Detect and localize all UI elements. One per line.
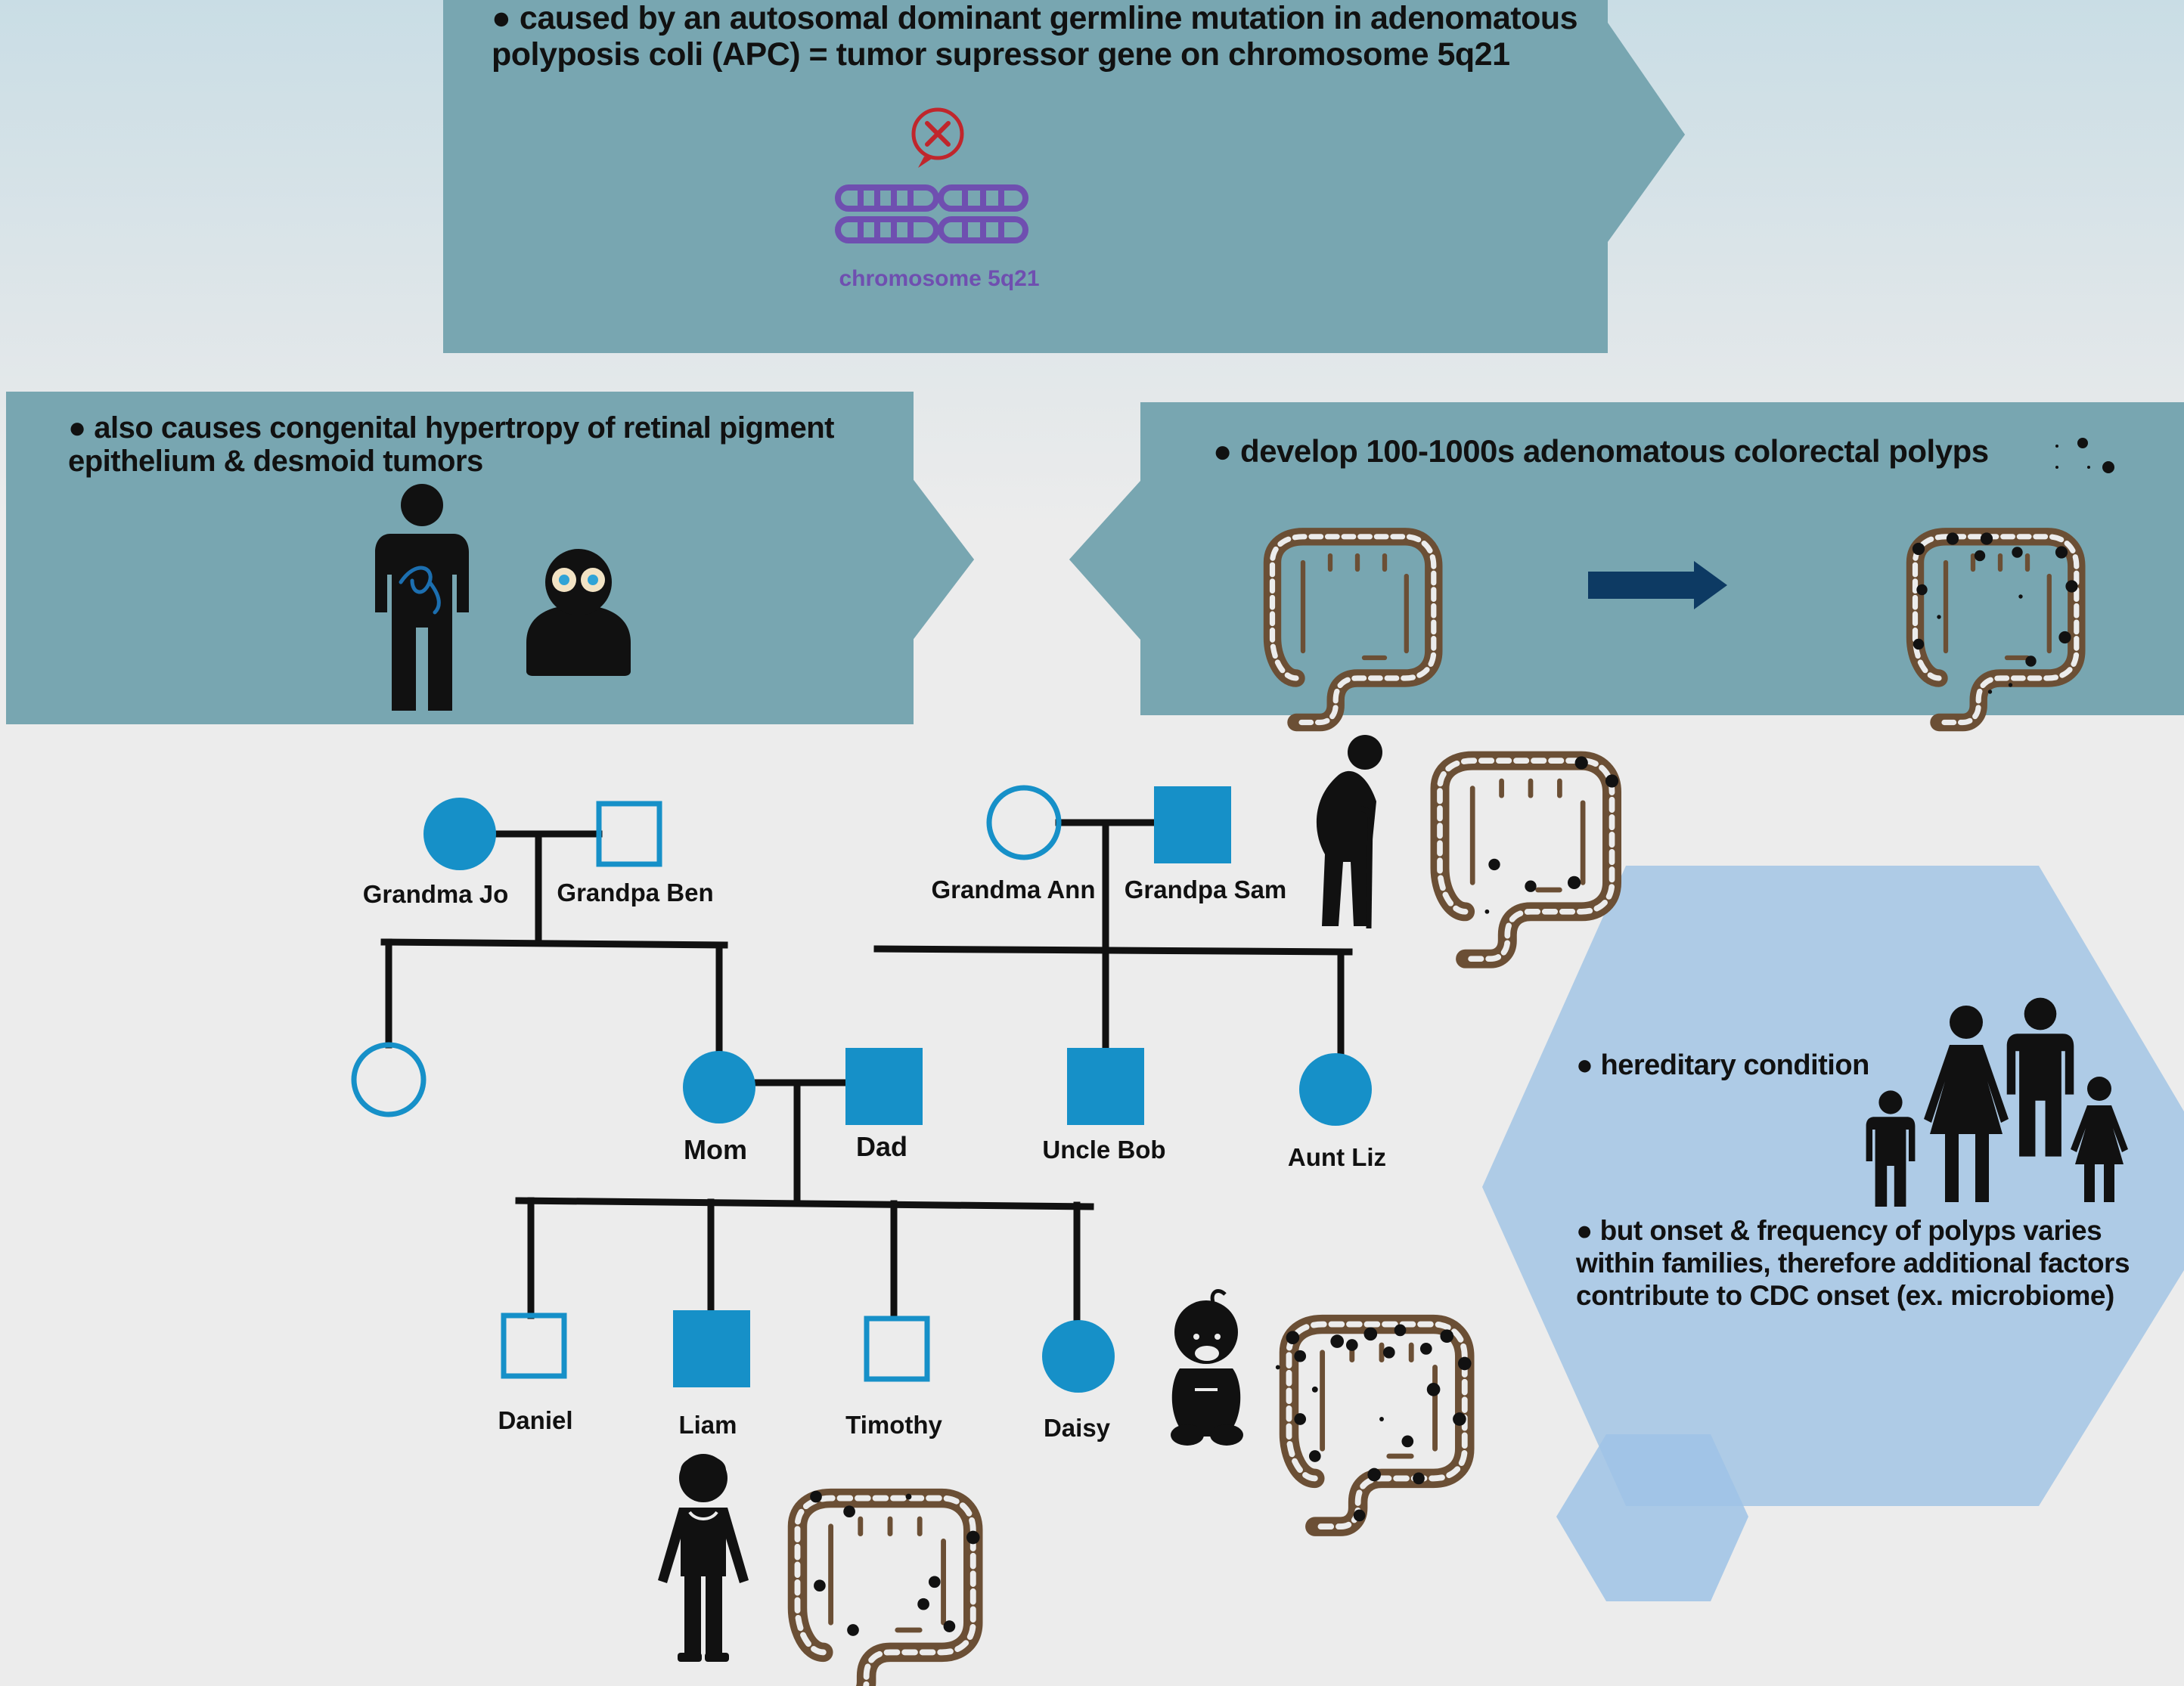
aunt-unaffected-symbol — [351, 1042, 427, 1117]
hexagon-text-2-line-1: ● but onset & frequency of polyps varies — [1576, 1215, 2102, 1246]
mom-label: Mom — [684, 1134, 747, 1165]
no-mutation-icon — [911, 107, 964, 168]
chromosome-icon — [835, 184, 1028, 243]
left-panel-text: ● also causes congenital hypertropy of r… — [68, 411, 834, 478]
right-arrow-icon — [1588, 561, 1727, 609]
ann-sam-sibship-line — [873, 945, 1353, 956]
daniel-symbol — [501, 1313, 567, 1379]
grandpa-ben-symbol — [596, 801, 662, 867]
jo-ben-sibship-line — [380, 938, 728, 949]
left-panel-line-1: ● also causes congenital hypertropy of r… — [68, 411, 834, 445]
grandma-jo-symbol — [423, 798, 496, 870]
top-panel-line-1: ● caused by an autosomal dominant germli… — [492, 0, 1578, 36]
daisy-colon-icon — [1275, 1325, 1472, 1527]
colon-icon — [1273, 537, 1434, 723]
grandma-ann-label: Grandma Ann — [931, 876, 1096, 903]
timothy-label: Timothy — [845, 1411, 942, 1439]
daisy-label: Daisy — [1043, 1414, 1111, 1442]
liam-colon-icon — [798, 1491, 980, 1686]
top-panel-line-2: polyposis coli (APC) = tumor supressor g… — [492, 36, 1510, 73]
mother-figure — [1924, 1006, 2009, 1202]
liam-symbol — [673, 1310, 750, 1387]
uncle-bob-label: Uncle Bob — [1042, 1136, 1166, 1164]
daniel-label: Daniel — [498, 1406, 573, 1434]
grandpa-colon-icon — [1440, 756, 1618, 959]
right-panel — [1140, 402, 2184, 715]
children-sibship-line — [515, 1197, 1094, 1210]
person-stomach-icon — [375, 484, 469, 711]
liam-label: Liam — [678, 1411, 737, 1439]
chromosome-caption: chromosome 5q21 — [839, 266, 1040, 291]
uncle-bob-symbol — [1067, 1048, 1144, 1125]
grandpa-sam-label: Grandpa Sam — [1124, 876, 1287, 903]
timothy-symbol — [864, 1316, 930, 1382]
hexagon-text-2-line-3: contribute to CDC onset (ex. microbiome) — [1576, 1280, 2114, 1311]
baby-icon — [1171, 1289, 1243, 1446]
top-panel — [443, 0, 1608, 353]
boy-icon — [658, 1454, 749, 1662]
pedigree-lines — [380, 819, 1353, 1324]
aunt-liz-symbol — [1299, 1053, 1372, 1126]
right-panel-text: ● develop 100-1000s adenomatous colorect… — [1213, 434, 1989, 469]
daughter-figure — [2071, 1077, 2128, 1202]
grandma-ann-symbol — [986, 785, 1062, 860]
grandma-jo-label: Grandma Jo — [362, 880, 509, 908]
top-panel-text: ● caused by an autosomal dominant germli… — [492, 0, 1578, 73]
polyp-colon-icon — [1913, 532, 2078, 722]
mom-symbol — [683, 1051, 755, 1123]
hexagon-text-2: ● but onset & frequency of polyps varies… — [1576, 1214, 2130, 1312]
daisy-symbol — [1042, 1320, 1115, 1393]
polyp-dots-icon — [2055, 438, 2114, 473]
hexagon-text-1: ● hereditary condition — [1576, 1049, 1869, 1081]
elderly-person-icon — [1316, 735, 1382, 929]
hexagon-text-2-line-2: within families, therefore additional fa… — [1576, 1247, 2130, 1278]
family-icon — [1866, 997, 2128, 1207]
dad-label: Dad — [855, 1131, 908, 1162]
eye-person-icon — [526, 549, 631, 676]
grandpa-ben-label: Grandpa Ben — [557, 879, 714, 907]
aunt-liz-label: Aunt Liz — [1287, 1143, 1387, 1171]
dad-symbol — [845, 1048, 923, 1125]
right-panel-line-1: ● develop 100-1000s adenomatous colorect… — [1213, 433, 1989, 469]
left-panel-line-2: epithelium & desmoid tumors — [68, 445, 483, 478]
grandpa-sam-symbol — [1154, 786, 1231, 863]
